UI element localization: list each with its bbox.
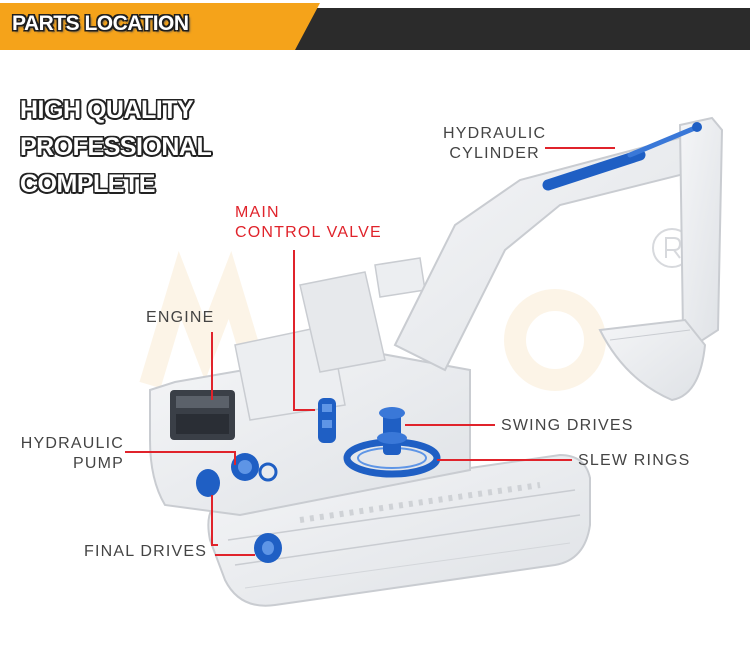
leader-line-hydraulic-pump [125,451,236,465]
label-final-drives: FINAL DRIVES [84,543,208,560]
leader-line-main-control-valve [293,250,315,411]
tagline-professional: PROFESSIONAL [20,133,212,161]
label-hydraulic-pump-line2: PUMP [72,455,124,472]
label-main-control-valve-line2: CONTROL VALVE [235,224,382,241]
header-title: PARTS LOCATION [12,12,189,35]
hydraulic-cylinder-part [542,122,702,191]
main-control-valve-part [318,398,336,443]
header-bar: PARTS LOCATION [0,0,750,52]
label-hydraulic-pump: HYDRAULIC PUMP [20,434,124,474]
boom-and-arm [393,116,724,402]
leader-lines [125,147,615,556]
leader-line-final-drives [211,495,255,556]
label-hydraulic-cylinder: HYDRAULIC CYLINDER [443,124,546,164]
watermark-logo [139,251,606,391]
tagline-block: HIGH QUALITY PROFESSIONAL COMPLETE [20,92,212,203]
label-engine: ENGINE [146,309,215,326]
label-main-control-valve-line1: MAIN [235,204,280,221]
final-drives-part [196,469,282,563]
tagline-complete: COMPLETE [20,170,155,198]
label-hydraulic-cylinder-line1: HYDRAULIC [443,125,547,142]
tagline-high-quality: HIGH QUALITY [20,96,194,124]
label-slew-rings: SLEW RINGS [578,452,691,469]
label-swing-drives: SWING DRIVES [501,417,634,434]
header-background [0,3,750,50]
swing-drive-part [377,407,407,455]
hydraulic-pump-part [231,453,278,482]
label-hydraulic-pump-line1: HYDRAULIC [20,435,124,452]
label-hydraulic-cylinder-line2: CYLINDER [449,145,540,162]
engine-part [170,390,235,440]
label-main-control-valve: MAIN CONTROL VALVE [235,203,382,243]
